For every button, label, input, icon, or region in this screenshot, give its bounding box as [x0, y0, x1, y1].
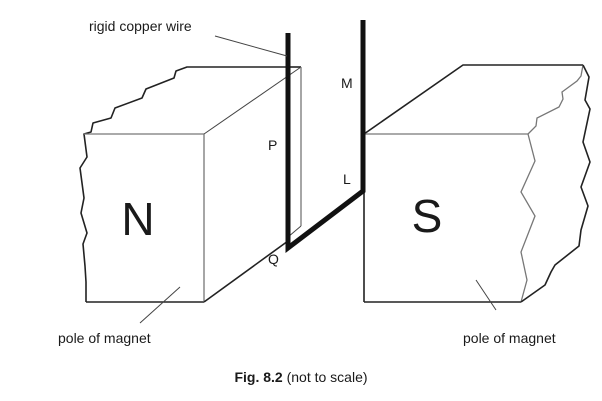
- south-magnet-front-broken-edge: [527, 64, 584, 135]
- pole-left-pointer: [139, 286, 181, 324]
- south-magnet-broken-outline: [520, 64, 591, 303]
- pole-left-label: pole of magnet: [58, 330, 151, 346]
- copper-wire: [214, 20, 366, 254]
- figure-caption: Fig. 8.2 (not to scale): [234, 369, 367, 385]
- rigid-copper-wire: [285, 20, 366, 254]
- pole-right-pointer: [475, 279, 497, 311]
- south-magnet-front-right-broken: [520, 133, 536, 303]
- north-pole-label: N: [121, 193, 154, 245]
- point-m-label: M: [341, 75, 353, 91]
- south-magnet: S: [363, 64, 591, 311]
- caption-figure-number: Fig. 8.2: [234, 369, 282, 385]
- wire-pointer: [214, 35, 288, 57]
- north-magnet-broken-outline: [79, 66, 288, 283]
- caption-note: (not to scale): [283, 369, 368, 385]
- south-pole-label: S: [412, 190, 443, 242]
- point-l-label: L: [343, 171, 351, 187]
- point-p-label: P: [268, 137, 277, 153]
- south-magnet-top-edge: [363, 64, 583, 135]
- north-magnet-bottom-diagonal: [203, 240, 289, 303]
- pole-right-label: pole of magnet: [463, 330, 556, 346]
- point-q-label: Q: [268, 251, 279, 267]
- wire-label: rigid copper wire: [89, 18, 192, 34]
- north-magnet: N: [79, 66, 302, 324]
- north-magnet-top-diagonal: [203, 66, 302, 135]
